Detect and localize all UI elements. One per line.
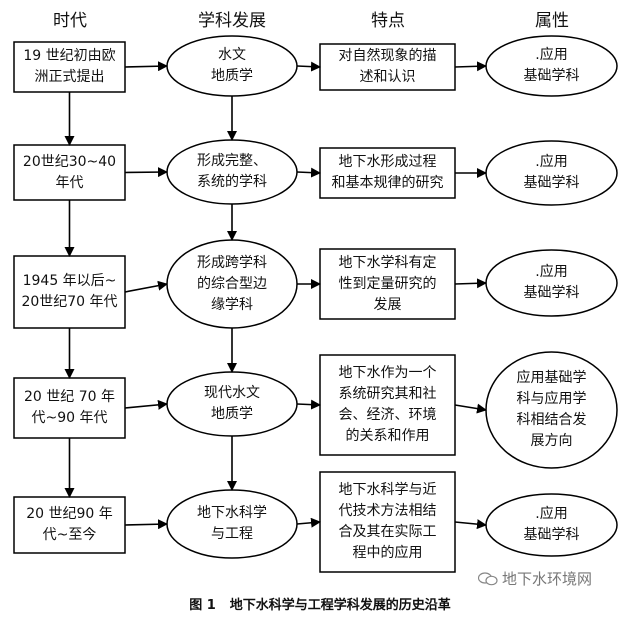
era-node-5: 20 世纪90 年 代~至今	[14, 497, 125, 553]
attribute-node-1: .应用 基础学科	[486, 36, 617, 96]
arrow-era-to-development-2	[124, 167, 168, 178]
feature-text-2: 地下水形成过程 和基本规律的研究	[331, 154, 444, 191]
development-text-5: 地下水科学 与工程	[197, 505, 267, 542]
era-node-1: 19 世纪初由欧 洲正式提出	[14, 42, 125, 92]
figure-caption: 图 1 地下水科学与工程学科发展的历史沿革	[0, 594, 640, 613]
arrow-development-to-feature-4	[296, 399, 321, 410]
era-node-3: 1945 年以后~ 20世纪70 年代	[14, 256, 125, 328]
attribute-text-5: .应用 基础学科	[523, 506, 580, 543]
development-node-3: 形成跨学科 的综合型边 缘学科	[167, 240, 297, 328]
development-node-5: 地下水科学 与工程	[167, 490, 297, 558]
attribute-node-3: .应用 基础学科	[486, 250, 617, 316]
feature-node-5: 地下水科学与近 代技术方法相结 合及其在实际工 程中的应用	[320, 472, 455, 572]
era-text-4: 20 世纪 70 年 代~90 年代	[24, 389, 115, 426]
development-text-2: 形成完整、 系统的学科	[197, 153, 267, 190]
caption-title: 地下水科学与工程学科发展的历史沿革	[229, 598, 451, 613]
feature-node-1: 对自然现象的描 述和认识	[320, 44, 455, 90]
header-development: 学科发展	[198, 11, 266, 31]
feature-text-4: 地下水作为一个 系统研究其和社 会、经济、环境 的关系和作用	[338, 365, 437, 444]
era-text-1: 19 世纪初由欧 洲正式提出	[23, 48, 116, 85]
era-text-2: 20世纪30~40 年代	[22, 153, 117, 191]
era-text-5: 20 世纪90 年 代~至今	[26, 506, 113, 543]
development-text-1: 水文 地质学	[211, 47, 253, 84]
arrow-feature-to-attribute-4	[454, 403, 487, 414]
attribute-text-1: .应用 基础学科	[523, 47, 580, 84]
attribute-node-5: .应用 基础学科	[486, 494, 617, 556]
development-node-1: 水文 地质学	[167, 36, 297, 96]
arrow-era-to-development-4	[124, 399, 168, 410]
arrow-era-to-development-5	[124, 519, 168, 530]
arrow-era-to-development-1	[124, 61, 168, 72]
header-attribute: 属性	[535, 11, 569, 31]
arrow-feature-to-attribute-3	[454, 278, 487, 289]
wechat-icon	[478, 571, 498, 585]
attribute-text-4: 应用基础学 科与应用学 科相结合发 展方向	[516, 370, 587, 449]
watermark-text: 地下水环境网	[502, 570, 593, 588]
arrow-feature-to-attribute-5	[454, 519, 487, 530]
era-node-4: 20 世纪 70 年 代~90 年代	[14, 378, 125, 438]
development-node-2: 形成完整、 系统的学科	[167, 140, 297, 204]
feature-node-4: 地下水作为一个 系统研究其和社 会、经济、环境 的关系和作用	[320, 355, 455, 455]
feature-text-1: 对自然现象的描 述和认识	[338, 48, 437, 85]
development-text-4: 现代水文 地质学	[204, 385, 260, 422]
attribute-text-3: .应用 基础学科	[523, 264, 580, 301]
feature-text-5: 地下水科学与近 代技术方法相结 合及其在实际工 程中的应用	[338, 482, 437, 561]
arrow-development-to-feature-2	[296, 167, 321, 178]
era-text-3: 1945 年以后~ 20世纪70 年代	[21, 273, 118, 310]
arrow-development-to-feature-1	[296, 61, 321, 72]
header-features: 特点	[371, 11, 405, 31]
arrow-development-to-feature-5	[296, 517, 321, 528]
watermark: 地下水环境网	[478, 568, 592, 589]
attribute-node-2: .应用 基础学科	[486, 141, 617, 205]
feature-node-2: 地下水形成过程 和基本规律的研究	[320, 148, 455, 198]
feature-text-3: 地下水学科有定 性到定量研究的 发展	[338, 254, 437, 313]
feature-node-3: 地下水学科有定 性到定量研究的 发展	[320, 249, 455, 319]
attribute-text-2: .应用 基础学科	[523, 154, 580, 191]
development-text-3: 形成跨学科 的综合型边 缘学科	[197, 254, 267, 313]
attribute-node-4: 应用基础学 科与应用学 科相结合发 展方向	[486, 352, 617, 468]
era-node-2: 20世纪30~40 年代	[14, 145, 125, 200]
development-node-4: 现代水文 地质学	[167, 372, 297, 436]
header-era: 时代	[53, 11, 87, 31]
caption-label: 图 1	[189, 598, 216, 613]
arrow-era-to-development-3	[124, 280, 168, 293]
arrow-feature-to-attribute-1	[454, 61, 487, 72]
